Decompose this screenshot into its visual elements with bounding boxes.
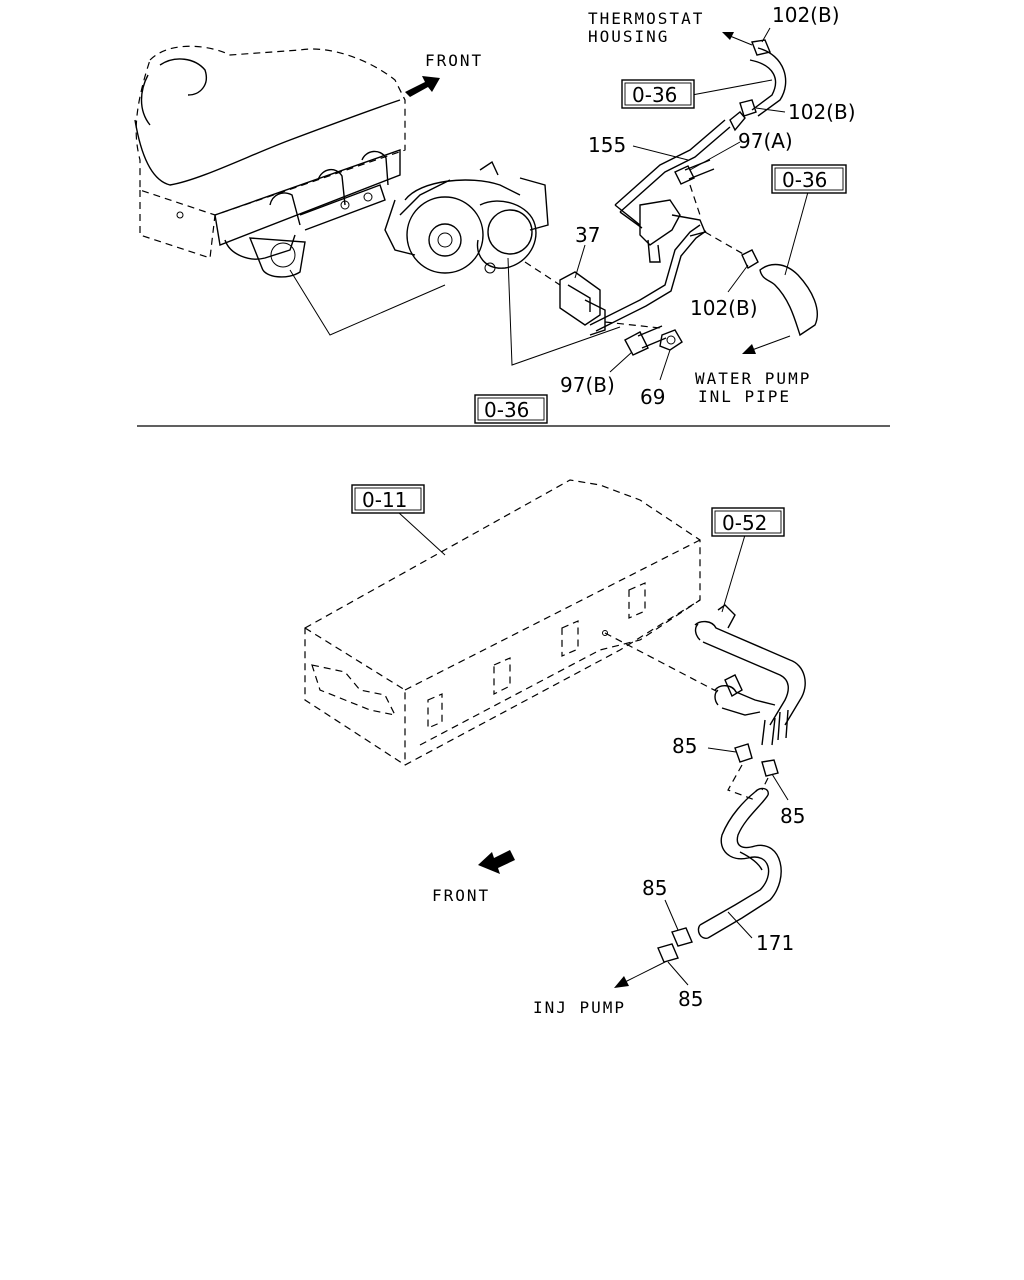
hose-171 bbox=[697, 787, 782, 939]
label-85-c: 85 bbox=[642, 876, 667, 900]
pipe-155 bbox=[589, 111, 746, 332]
label-102b-c: 102(B) bbox=[690, 296, 758, 320]
dash-97b bbox=[604, 321, 661, 329]
label-171: 171 bbox=[756, 931, 794, 955]
leader-97a bbox=[689, 141, 741, 171]
label-37: 37 bbox=[575, 223, 600, 247]
front-label-bottom: FRONT bbox=[432, 886, 490, 905]
leader-052 bbox=[721, 534, 746, 613]
thermostat-label-2: HOUSING bbox=[588, 27, 669, 46]
svg-text:0-36: 0-36 bbox=[782, 168, 827, 192]
svg-text:0-36: 0-36 bbox=[632, 83, 677, 107]
leader-011 bbox=[397, 511, 446, 556]
svg-text:0-52: 0-52 bbox=[722, 511, 767, 535]
label-69: 69 bbox=[640, 385, 665, 409]
svg-text:0-11: 0-11 bbox=[362, 488, 407, 512]
dash-turbo-bracket bbox=[524, 261, 561, 286]
water-pipe bbox=[694, 604, 806, 746]
top-diagram: THERMOSTAT HOUSING 102(B) 102(B) 102(B) … bbox=[134, 3, 856, 424]
clamp-85-c bbox=[671, 927, 693, 947]
front-arrow-bottom bbox=[478, 850, 515, 874]
label-85-d: 85 bbox=[678, 987, 703, 1011]
bracket-37 bbox=[559, 271, 606, 336]
leader-37 bbox=[574, 244, 586, 279]
leader-flange bbox=[289, 269, 446, 336]
dash-hose-top bbox=[727, 764, 756, 801]
leader-69 bbox=[659, 349, 671, 381]
ref-box-052: 0-52 bbox=[711, 507, 785, 537]
thermostat-label-1: THERMOSTAT bbox=[588, 9, 704, 28]
leader-85-d bbox=[667, 961, 689, 986]
arrow-thermostat bbox=[722, 32, 753, 46]
ref-box-011: 0-11 bbox=[351, 484, 425, 514]
label-102b-b: 102(B) bbox=[788, 100, 856, 124]
leader-102b-c bbox=[727, 264, 749, 293]
svg-text:0-36: 0-36 bbox=[484, 398, 529, 422]
label-97b: 97(B) bbox=[560, 373, 615, 397]
front-arrow-top bbox=[405, 76, 440, 97]
leader-97b bbox=[609, 351, 633, 373]
ref-box-036-b: 0-36 bbox=[474, 394, 548, 424]
leader-102b-a bbox=[761, 27, 771, 43]
dash-hose-top-2 bbox=[761, 777, 769, 791]
cylinder-head-outline bbox=[304, 479, 719, 766]
clamp-85-a bbox=[734, 743, 753, 763]
dash-97a bbox=[689, 184, 701, 216]
arrow-inj-pump bbox=[614, 961, 666, 988]
exhaust-manifold bbox=[214, 149, 401, 278]
leader-85-a bbox=[707, 747, 737, 753]
engine-block-outline bbox=[134, 45, 406, 259]
leader-155 bbox=[632, 145, 689, 161]
label-85-a: 85 bbox=[672, 734, 697, 758]
thermostat-hose bbox=[739, 39, 787, 117]
leader-102b-b bbox=[755, 107, 786, 113]
label-102b-a: 102(B) bbox=[772, 3, 840, 27]
turbocharger bbox=[384, 160, 549, 274]
water-pump-label-1: WATER PUMP bbox=[695, 369, 811, 388]
label-155: 155 bbox=[588, 133, 626, 157]
leader-85-c bbox=[664, 899, 679, 931]
leader-036-a bbox=[691, 79, 773, 96]
front-label-top: FRONT bbox=[425, 51, 483, 70]
label-97a: 97(A) bbox=[738, 129, 793, 153]
leader-036-c bbox=[784, 191, 809, 276]
leader-85-b bbox=[771, 773, 789, 801]
leader-171 bbox=[727, 911, 753, 939]
clamp-85-d bbox=[657, 943, 679, 963]
leader-036-bottom bbox=[507, 257, 621, 366]
bolt-97b bbox=[624, 325, 667, 356]
label-85-b: 85 bbox=[780, 804, 805, 828]
ref-box-036-a: 0-36 bbox=[621, 79, 695, 109]
pipe-bracket bbox=[639, 199, 706, 263]
arrow-water-pump bbox=[742, 335, 791, 354]
ref-box-036-c: 0-36 bbox=[771, 164, 847, 194]
inj-pump-label: INJ PUMP bbox=[533, 998, 626, 1017]
nut-69 bbox=[659, 329, 683, 351]
clamp-85-b bbox=[761, 759, 779, 777]
water-pump-label-2: INL PIPE bbox=[698, 387, 791, 406]
bottom-diagram: 0-11 0-52 85 85 85 85 171 FRONT INJ PUMP bbox=[304, 479, 806, 1017]
